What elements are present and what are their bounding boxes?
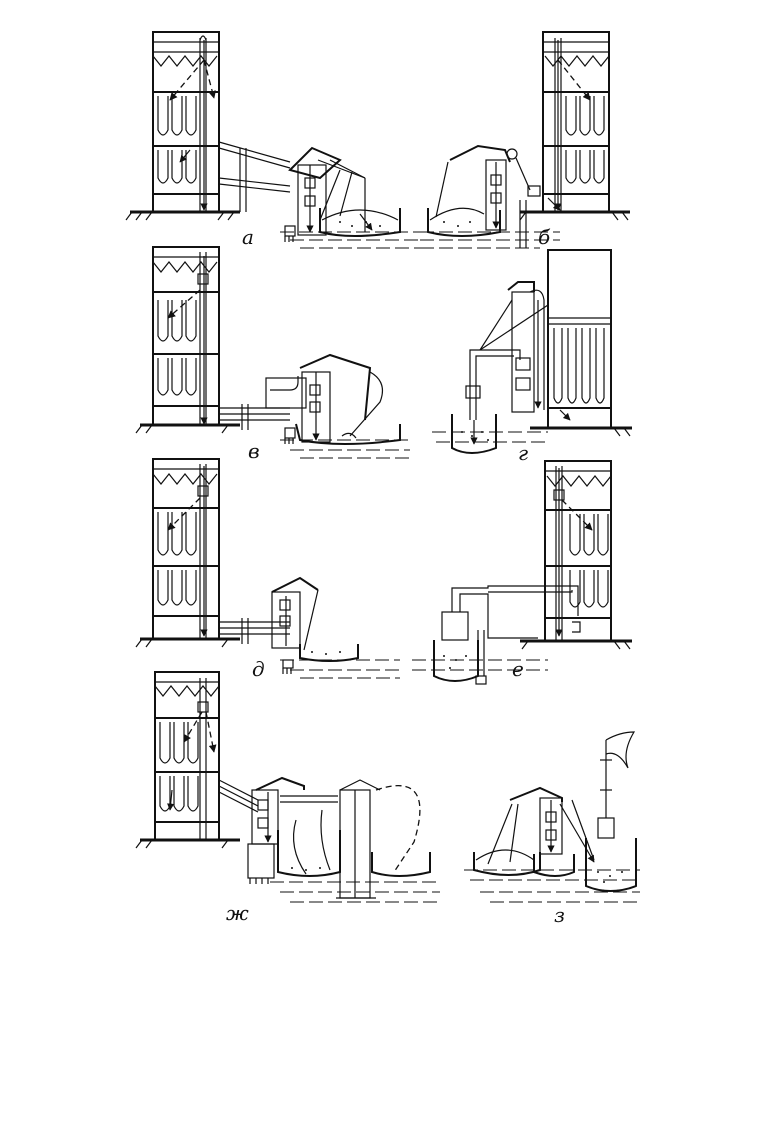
panel-label-zh: ж <box>226 901 249 925</box>
panel-label-a: а <box>242 225 254 249</box>
panel-e: е <box>412 461 632 684</box>
silo-tower-d <box>153 459 219 639</box>
panel-label-d: д <box>252 657 265 681</box>
silo-tower-zh <box>155 672 219 840</box>
barge-v <box>296 424 400 444</box>
silo-tower-b <box>543 32 609 212</box>
floating-loader-v <box>266 355 382 444</box>
barge-g <box>452 414 496 453</box>
panel-label-g: г <box>518 441 528 465</box>
floating-loader-b <box>436 146 540 248</box>
panel-z: з <box>464 732 640 927</box>
panel-b: б <box>420 32 630 249</box>
panel-label-b: б <box>538 225 551 249</box>
silo-tower-g <box>548 250 611 428</box>
barge-zh-1 <box>278 810 340 876</box>
silo-tower-a <box>153 32 219 212</box>
panel-d: д <box>136 459 400 681</box>
barge-d <box>300 644 358 661</box>
barge-zh-2 <box>372 852 430 876</box>
ship-z <box>586 732 636 891</box>
floating-elevator-zh <box>248 778 338 884</box>
barge-z-1 <box>474 850 540 875</box>
shore-elevator-g <box>480 282 548 412</box>
panel-g: г <box>432 250 632 465</box>
silo-tower-v <box>153 247 219 425</box>
panel-label-v: в <box>248 439 260 463</box>
panel-label-z: з <box>554 903 565 927</box>
panel-label-e: е <box>512 657 524 681</box>
barge-e <box>434 612 478 681</box>
panel-v: в <box>136 247 410 463</box>
floating-crane-zh <box>336 780 420 898</box>
belt-gallery-a <box>219 142 290 212</box>
panel-zh: ж <box>136 672 440 925</box>
panel-a: а <box>126 32 420 249</box>
floating-loader-a <box>285 148 365 242</box>
